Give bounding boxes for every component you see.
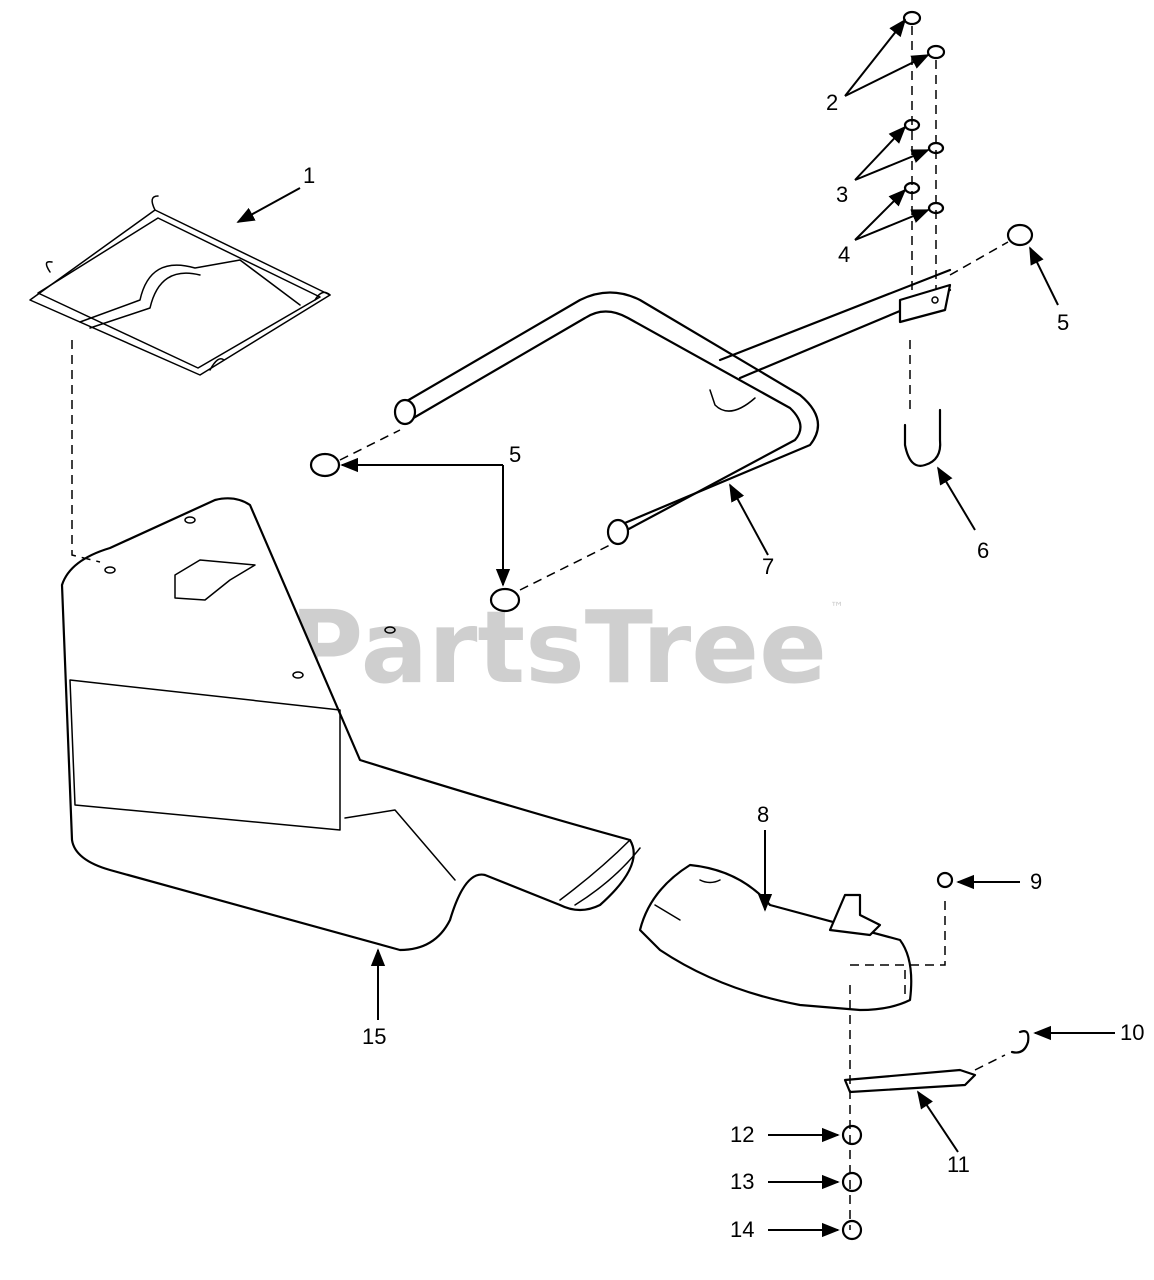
part-1-wire-frame: [29, 195, 331, 376]
label-3: 3: [836, 182, 848, 207]
label-9: 9: [1030, 869, 1042, 894]
part-12-spacer: [841, 1124, 863, 1146]
part-5-cap-right: [1006, 223, 1034, 247]
parts-2-4-hardware: [902, 10, 946, 215]
label-2: 2: [826, 90, 838, 115]
part-5-cap-left: [309, 452, 341, 478]
label-4: 4: [838, 242, 850, 267]
label-8: 8: [757, 802, 769, 827]
label-12: 12: [730, 1122, 754, 1147]
label-1: 1: [303, 163, 315, 188]
label-5-left: 5: [509, 442, 521, 467]
label-13: 13: [730, 1169, 754, 1194]
label-6: 6: [977, 538, 989, 563]
label-14: 14: [730, 1217, 754, 1242]
label-10: 10: [1120, 1020, 1144, 1045]
part-9-nut: [936, 871, 954, 889]
part-14-knob: [841, 1219, 863, 1241]
part-10-clip: [1010, 1030, 1030, 1054]
watermark-tm: ™: [830, 600, 844, 616]
watermark-text: PartsTree: [290, 589, 827, 706]
part-13-washer: [841, 1171, 863, 1193]
label-15: 15: [362, 1024, 386, 1049]
part-6-u-bolt: [903, 408, 942, 467]
part-5-cap-bottom: [489, 587, 521, 613]
label-7: 7: [762, 554, 774, 579]
part-7-handle: [393, 268, 952, 546]
part-15-grass-bag: [60, 497, 641, 952]
part-8-chute: [638, 863, 913, 1012]
label-11: 11: [947, 1152, 970, 1177]
callout-arrows: [236, 18, 1115, 1238]
label-5-right: 5: [1057, 310, 1069, 335]
part-11-rod: [843, 1068, 977, 1094]
